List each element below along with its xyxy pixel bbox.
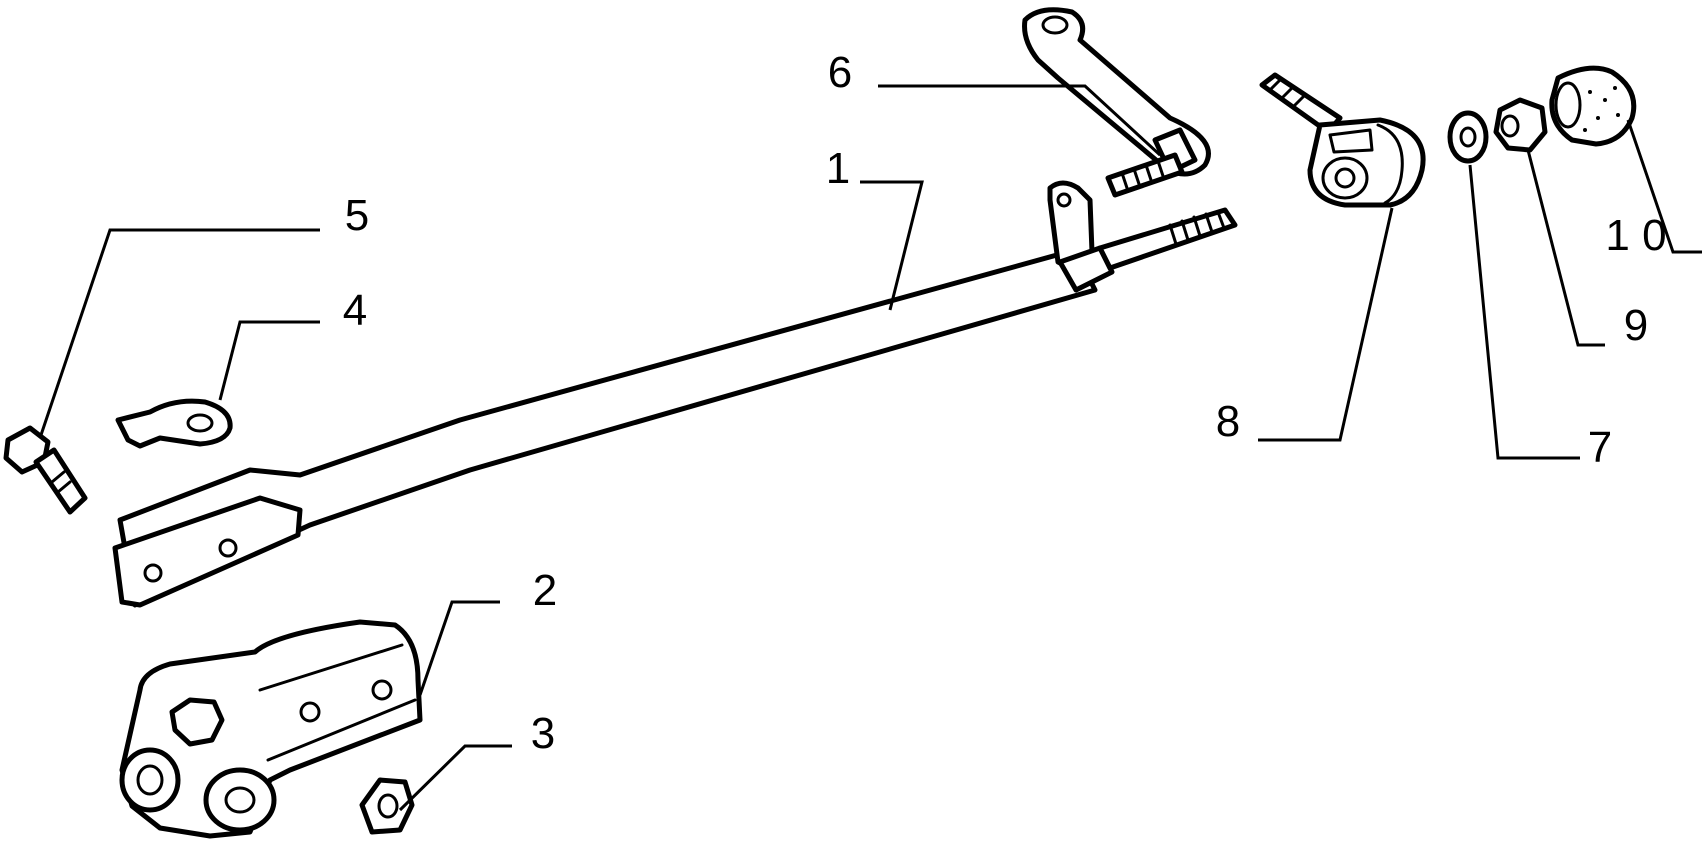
callout-9: 9 [1624, 301, 1648, 350]
part-7-washer [1447, 110, 1489, 164]
part-5-bolt [3, 425, 88, 515]
leader-8 [1258, 207, 1394, 442]
part-8-pivot-bracket [1259, 72, 1426, 208]
leader-2 [418, 600, 500, 696]
leader-lines [38, 84, 1702, 812]
callout-2: 2 [533, 566, 557, 615]
leader-7 [1468, 164, 1580, 460]
callout-labels: 1 2 3 4 5 6 7 8 9 1 0 [343, 48, 1667, 758]
leader-10 [1626, 119, 1702, 254]
leader-4 [218, 320, 320, 401]
callout-7: 7 [1588, 423, 1612, 472]
part-3-nut [359, 777, 415, 835]
callout-6: 6 [828, 48, 852, 97]
part-4-clip [115, 398, 233, 449]
leader-1 [860, 180, 924, 311]
callout-8: 8 [1216, 397, 1240, 446]
part-1-shift-rod [112, 180, 1238, 608]
leader-3 [398, 744, 512, 812]
leader-9 [1526, 149, 1605, 347]
callout-10: 1 0 [1605, 211, 1666, 260]
leader-6 [878, 84, 1162, 157]
part-9-nut [1493, 97, 1548, 153]
callout-3: 3 [531, 709, 555, 758]
callout-4: 4 [343, 286, 367, 335]
callout-1: 1 [826, 144, 850, 193]
leader-5 [38, 228, 320, 439]
part-10-bushing [1549, 65, 1637, 147]
callout-5: 5 [345, 191, 369, 240]
part-6-lever-arm [1022, 7, 1211, 198]
part-2-mounting-bracket [119, 619, 423, 839]
